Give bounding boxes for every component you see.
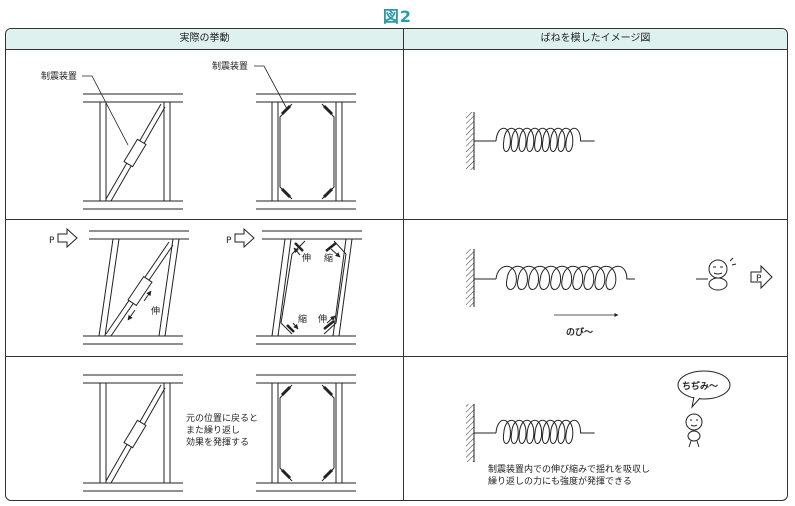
spring-row1 [466,112,595,170]
note-line3: 効果を発揮する [186,436,249,448]
frame-a-row3 [83,374,183,492]
diagram-canvas: 制震装置 制震装置 [41,60,773,492]
bottom-shrink-label: 縮 [298,313,307,325]
force-label-spring: P [756,274,762,284]
frame-a-row2 [83,230,189,345]
standing-character [685,413,703,448]
force-arrow-a: P [49,227,78,249]
speech-bubble: ちぢみ〜 [677,370,731,409]
top-shrink-label: 縮 [324,252,333,264]
stretch-indicator: のび〜 [554,313,619,338]
force-label-b: P [226,236,232,246]
pulling-character [708,257,737,291]
frame-b-row3 [256,374,356,492]
frame-b-row1 [256,93,356,210]
bottom-caption: 制震装置内での伸び縮みで揺れを吸収し 繰り返しの力にも強度が発揮できる [488,463,650,487]
frame-a-row1 [83,93,183,210]
column-divider [403,49,404,500]
spring-coils [495,265,635,290]
spring-row2 [466,249,708,307]
header-spring-image: ばねを模したイメージ図 [404,29,787,50]
stretch-caption: のび〜 [566,326,593,338]
force-arrow-spring: P [750,264,773,290]
return-note: 元の位置に戻ると また繰り返し 効果を発揮する [186,412,258,448]
device-label-b: 制震装置 [212,60,288,110]
spring-row3 [466,404,595,462]
device-label-a-text: 制震装置 [41,70,77,82]
top-extend-label: 伸 [302,252,311,264]
header-actual-behavior: 実際の挙動 [6,29,404,50]
extend-label-a: 伸 [151,305,160,317]
frame-b-row2 [256,230,362,345]
row-divider-2 [6,356,787,357]
device-label-b-text: 制震装置 [212,60,248,72]
force-label-a: P [49,236,55,246]
note-line1: 元の位置に戻ると [186,412,258,424]
figure-title: 図2 [382,7,413,26]
caption-line2: 繰り返しの力にも強度が発揮できる [488,475,632,487]
device-label-a: 制震装置 [41,70,129,146]
spring-coils [495,419,595,444]
caption-line1: 制震装置内での伸び縮みで揺れを吸収し [488,463,650,475]
bottom-extend-label: 伸 [318,313,327,325]
comparison-table: 実際の挙動 ばねを模したイメージ図 制震装置 [5,28,788,501]
shrink-bubble-text: ちぢみ〜 [682,380,718,392]
row-divider-1 [6,219,787,220]
force-arrow-b: P [226,227,255,249]
spring-coils [495,127,595,152]
note-line2: また繰り返し [186,424,240,436]
